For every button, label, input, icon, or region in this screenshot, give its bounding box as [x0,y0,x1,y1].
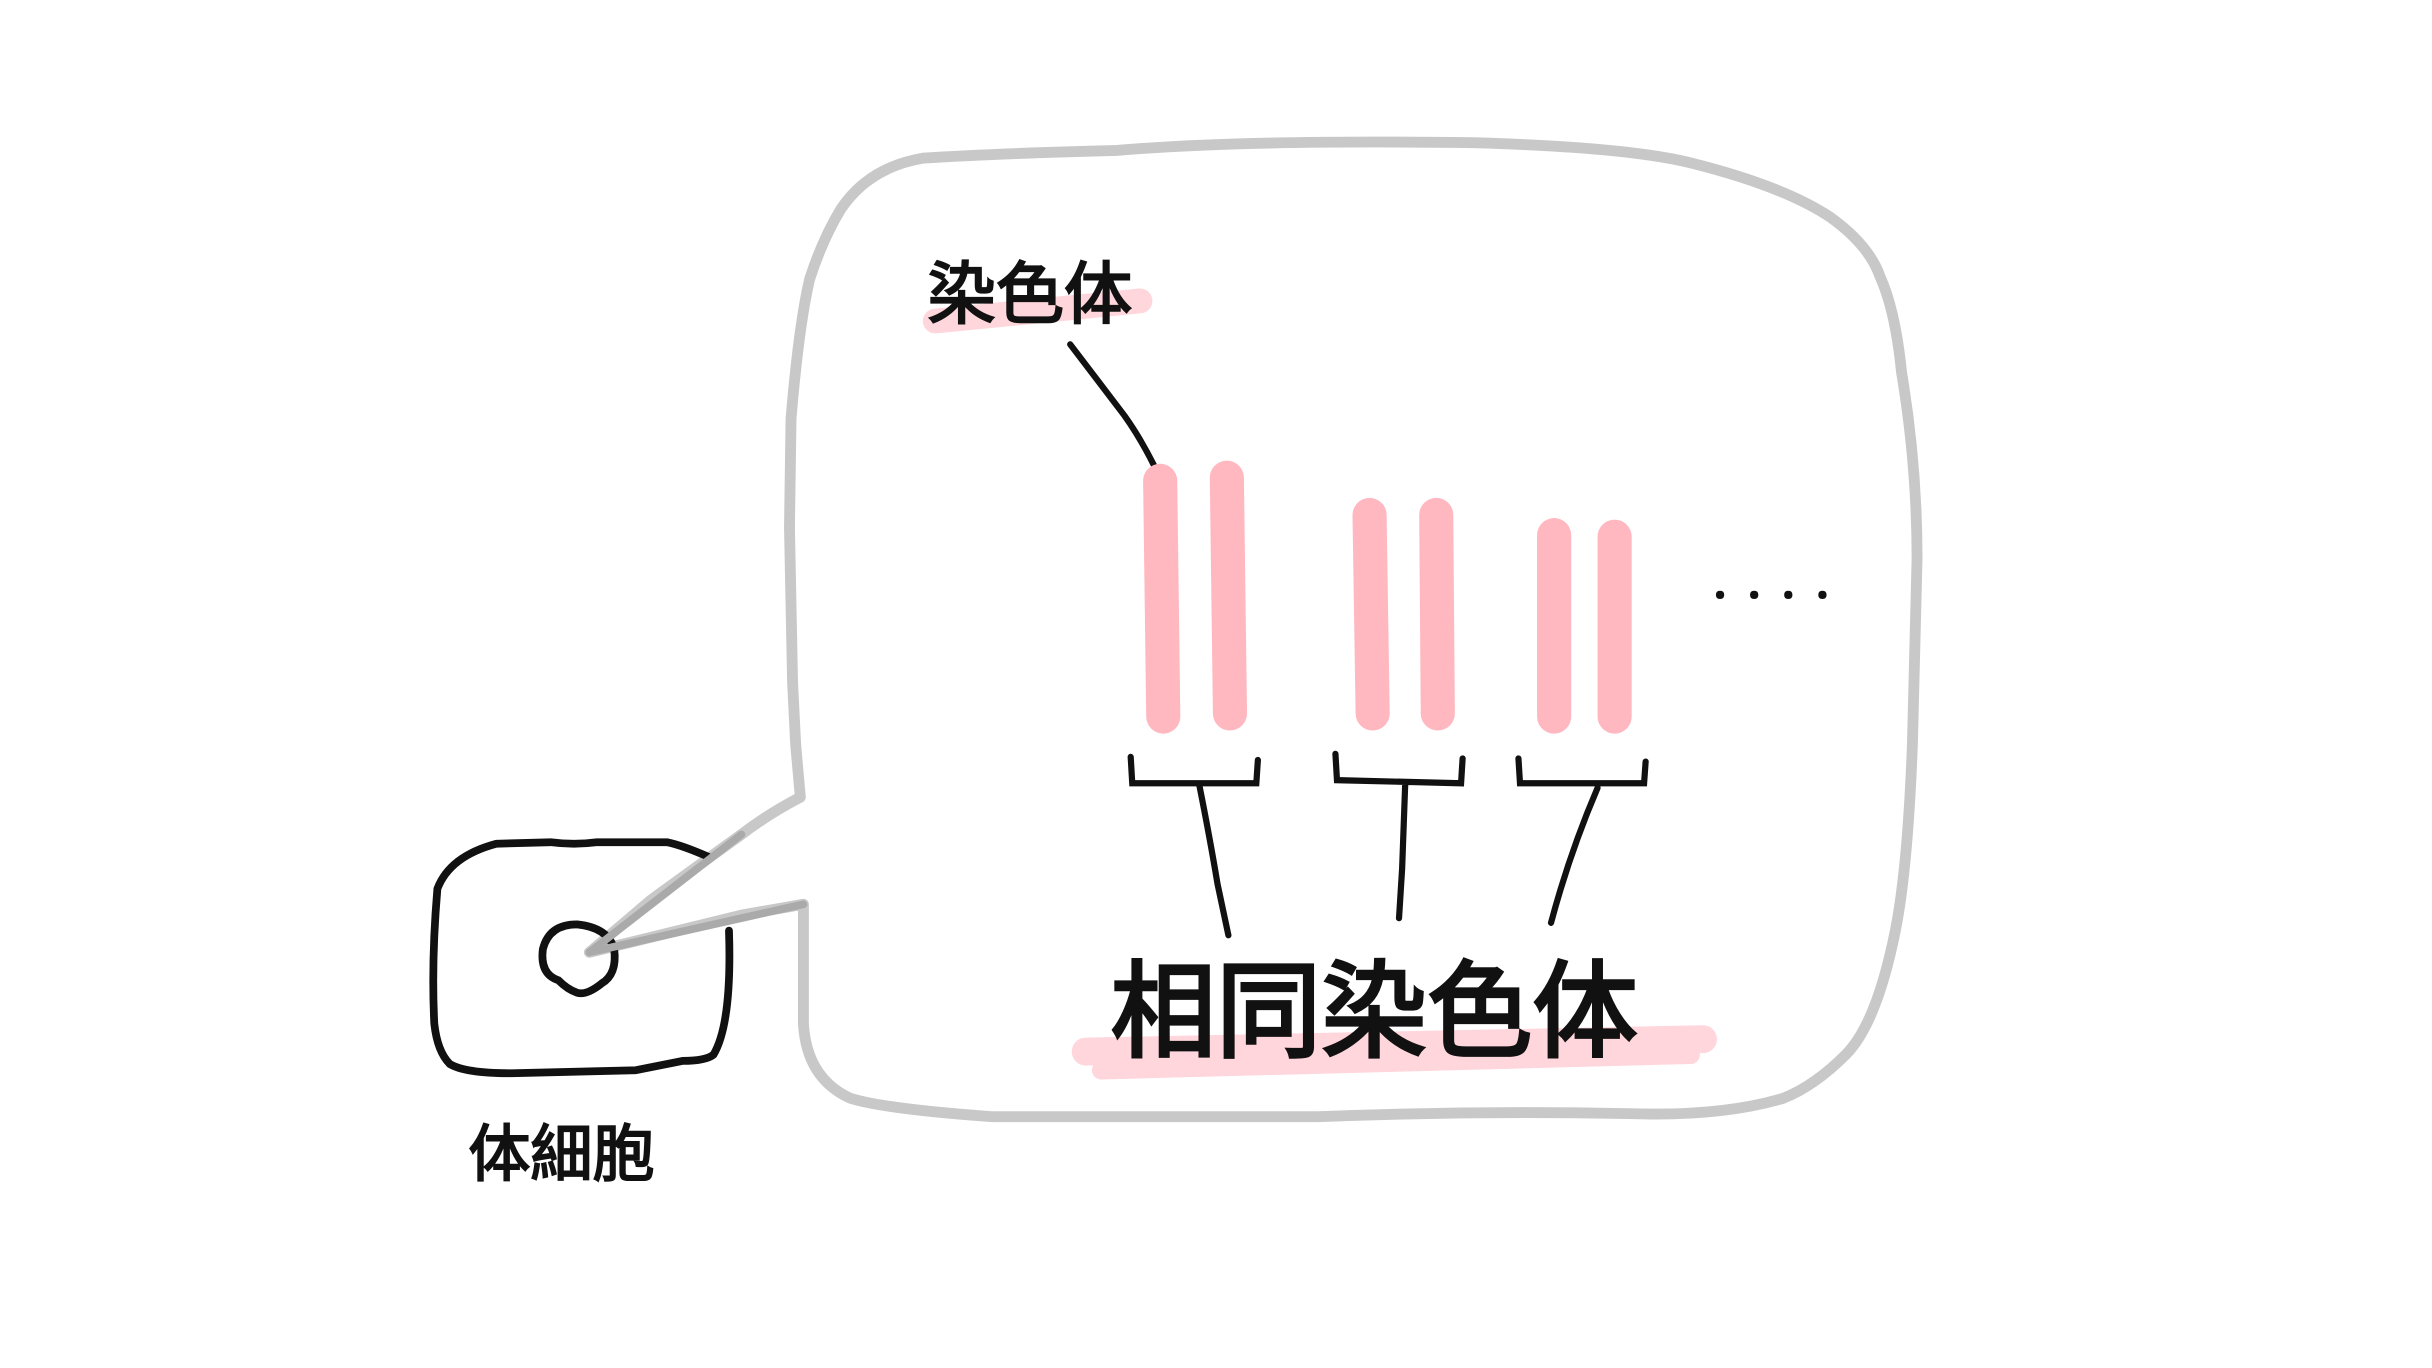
pair-bracket-3 [1515,755,1649,926]
label-highlight-2 [1071,1025,1717,1066]
zoom-bubble-outline [583,136,1923,1123]
somatic-cell-outline [429,838,734,1078]
pair-bracket-2 [1332,750,1466,922]
nucleus [538,920,619,998]
chromosome-2b [1419,497,1455,731]
label-highlight-3 [1091,1045,1700,1080]
chromosome-1b [1209,460,1248,731]
somatic-cell-label: 体細胞 [468,1118,654,1191]
zoom-line-lower [585,900,808,957]
pair-bracket-1 [1127,753,1261,939]
homologous-chromosomes-label: 相同染色体 [1111,950,1639,1073]
chromosome-1a [1143,463,1181,734]
chromosome-pointer-line [1067,341,1158,469]
chromosome-2a [1352,497,1390,731]
chromosome-label: 染色体 [928,256,1133,335]
zoom-line-upper [585,830,746,957]
ellipsis: ・・・・ [1703,577,1839,617]
label-highlight [922,288,1153,334]
